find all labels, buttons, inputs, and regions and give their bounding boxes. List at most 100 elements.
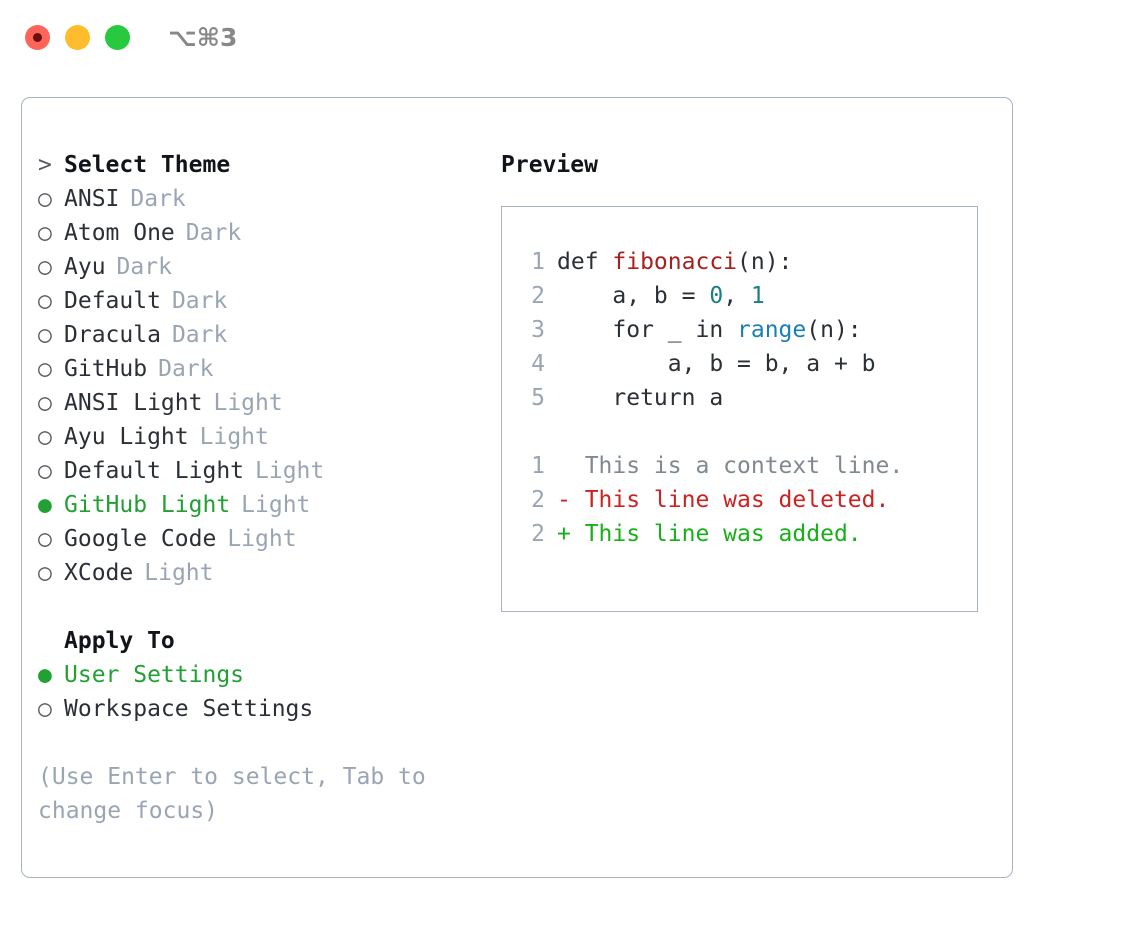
theme-name-label: ANSI Light — [64, 390, 203, 416]
code-line-number: 4 — [531, 351, 545, 377]
theme-list-item[interactable]: ○ ANSI Dark — [38, 182, 478, 216]
close-button[interactable] — [25, 25, 50, 50]
diff-line: 1 This is a context line. — [523, 449, 977, 483]
code-token-plain: (n): — [737, 249, 793, 275]
prompt-caret-icon: > — [38, 152, 52, 178]
theme-variant-tag: Light — [227, 526, 297, 552]
diff-spacer — [523, 415, 977, 449]
code-token-def: def — [557, 249, 613, 275]
radio-unselected-icon[interactable]: ○ — [38, 254, 52, 280]
code-line: 5 return a — [523, 381, 977, 415]
code-line-number: 1 — [531, 249, 545, 275]
theme-variant-tag: Light — [255, 458, 325, 484]
code-line-number: 3 — [531, 317, 545, 343]
theme-list-item[interactable]: ○ Atom One Dark — [38, 216, 478, 250]
code-token-num: 1 — [750, 283, 765, 309]
diff-line: 2 + This line was added. — [523, 517, 977, 551]
radio-unselected-icon[interactable]: ○ — [38, 526, 52, 552]
radio-unselected-icon[interactable]: ○ — [38, 458, 52, 484]
theme-list-item[interactable]: ○ Ayu Dark — [38, 250, 478, 284]
theme-name-label: Dracula — [64, 322, 161, 348]
diff-line-text-context: This is a context line. — [557, 453, 904, 479]
apply-to-item[interactable]: ● User Settings — [38, 658, 478, 692]
radio-selected-icon[interactable]: ● — [38, 662, 52, 688]
theme-list-item[interactable]: ○ GitHub Dark — [38, 352, 478, 386]
keyboard-hint-text: (Use Enter to select, Tab to change focu… — [38, 764, 440, 824]
radio-unselected-icon[interactable]: ○ — [38, 390, 52, 416]
keyboard-shortcut-label: ⌥⌘3 — [168, 23, 238, 52]
diff-line-number: 1 — [531, 453, 545, 479]
radio-unselected-icon[interactable]: ○ — [38, 220, 52, 246]
diff-line-text-delete: - This line was deleted. — [557, 487, 890, 513]
code-token-num: 0 — [709, 283, 724, 309]
code-line: 4 a, b = b, a + b — [523, 347, 977, 381]
code-token-plain: , — [723, 283, 751, 309]
apply-to-header: ○ Apply To — [38, 624, 478, 658]
code-line: 3 for _ in range(n): — [523, 313, 977, 347]
theme-name-label: Atom One — [64, 220, 175, 246]
code-token-plain: a, b = — [557, 283, 710, 309]
theme-list-item[interactable]: ○ ANSI Light Light — [38, 386, 478, 420]
diff-line-number: 2 — [531, 487, 545, 513]
theme-variant-tag: Light — [213, 390, 283, 416]
code-line: 2 a, b = 0, 1 — [523, 279, 977, 313]
apply-to-item[interactable]: ○ Workspace Settings — [38, 692, 478, 726]
minimize-button[interactable] — [65, 25, 90, 50]
theme-list-item[interactable]: ○ Default Light Light — [38, 454, 478, 488]
select-theme-title: Select Theme — [64, 152, 231, 178]
theme-variant-tag: Dark — [171, 288, 228, 314]
apply-to-marker-placeholder: ○ — [38, 624, 64, 658]
section-spacer — [38, 590, 478, 624]
theme-variant-tag: Dark — [185, 220, 242, 246]
theme-name-label: Ayu Light — [64, 424, 189, 450]
theme-list-item[interactable]: ○ Default Dark — [38, 284, 478, 318]
diff-line-text-add: + This line was added. — [557, 521, 862, 547]
theme-name-label: Ayu — [64, 254, 106, 280]
radio-unselected-icon[interactable]: ○ — [38, 288, 52, 314]
theme-variant-tag: Dark — [158, 356, 214, 382]
code-line-number: 5 — [531, 385, 545, 411]
preview-title: Preview — [501, 152, 598, 178]
apply-to-label: Workspace Settings — [64, 696, 314, 722]
theme-variant-tag: Dark — [130, 186, 186, 212]
theme-variant-tag: Dark — [116, 254, 172, 280]
apply-to-label: User Settings — [64, 662, 245, 688]
radio-unselected-icon[interactable]: ○ — [38, 560, 52, 586]
theme-variant-tag: Light — [241, 492, 311, 518]
theme-list-item[interactable]: ○ Dracula Dark — [38, 318, 478, 352]
radio-unselected-icon[interactable]: ○ — [38, 696, 52, 722]
code-line: 1 def fibonacci(n): — [523, 245, 977, 279]
radio-unselected-icon[interactable]: ○ — [38, 322, 52, 348]
window-controls — [25, 25, 130, 50]
diff-line-number: 2 — [531, 521, 545, 547]
radio-unselected-icon[interactable]: ○ — [38, 186, 52, 212]
theme-variant-tag: Light — [144, 560, 214, 586]
code-token-plain: a, b = b, a + b — [557, 351, 876, 377]
theme-name-label: Default Light — [64, 458, 245, 484]
maximize-button[interactable] — [105, 25, 130, 50]
theme-variant-tag: Dark — [171, 322, 228, 348]
radio-unselected-icon[interactable]: ○ — [38, 424, 52, 450]
code-line-number: 2 — [531, 283, 545, 309]
code-token-builtin: range — [737, 317, 807, 343]
radio-selected-icon[interactable]: ● — [38, 492, 52, 518]
select-theme-header: > Select Theme — [38, 148, 478, 182]
theme-name-label: Default — [64, 288, 161, 314]
theme-name-label: GitHub — [64, 356, 148, 382]
theme-name-label: ANSI — [64, 186, 120, 212]
code-token-plain: (n): — [806, 317, 862, 343]
diff-line: 2 - This line was deleted. — [523, 483, 977, 517]
radio-unselected-icon[interactable]: ○ — [38, 356, 52, 382]
code-token-func: fibonacci — [612, 249, 738, 275]
code-token-plain: return a — [557, 385, 724, 411]
